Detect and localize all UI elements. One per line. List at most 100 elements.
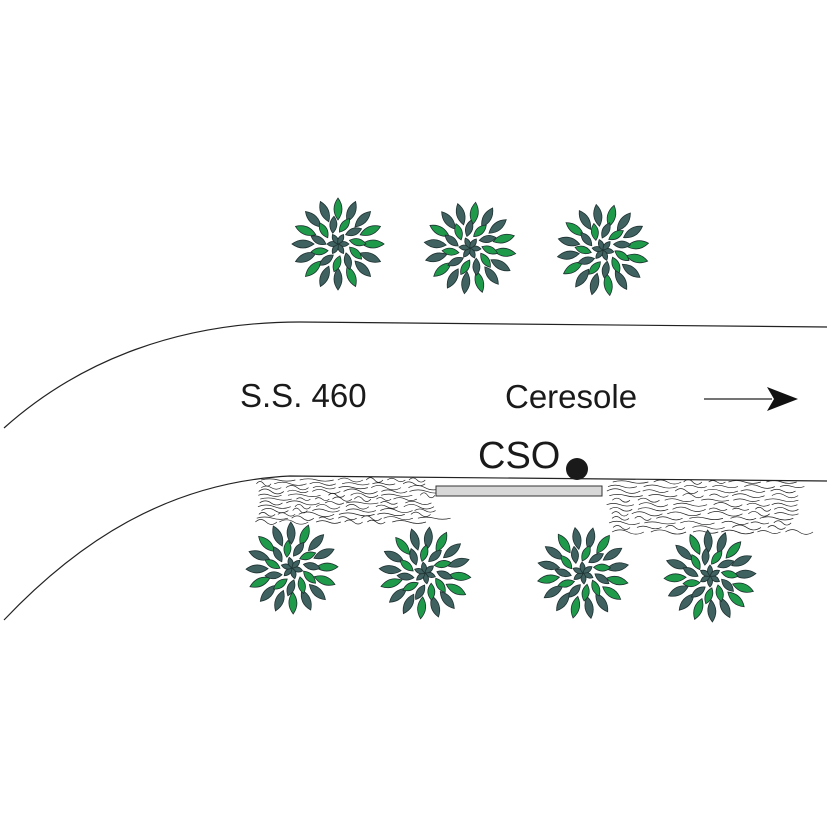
scribble-stroke <box>644 521 676 525</box>
leaf <box>346 200 357 223</box>
leaf <box>442 543 462 559</box>
leaf <box>248 550 271 561</box>
leaf <box>469 238 477 249</box>
leaf <box>601 222 611 239</box>
scribble-stroke <box>648 494 678 498</box>
leaf <box>319 265 330 288</box>
scribble-stroke <box>757 530 781 534</box>
leaf <box>313 548 335 560</box>
scribble-stroke <box>341 482 370 486</box>
leaf <box>395 536 411 556</box>
leaf <box>616 212 631 232</box>
scribble-stroke <box>707 511 743 517</box>
scribble-stroke <box>376 497 392 501</box>
leaf <box>560 555 573 570</box>
scribble-stroke <box>309 481 336 486</box>
leaf <box>571 545 579 564</box>
leaf <box>349 246 363 260</box>
leaf <box>343 252 352 271</box>
bush-icon <box>378 526 472 620</box>
leaf <box>383 550 405 563</box>
leaf <box>274 589 285 612</box>
leaf <box>589 272 600 296</box>
scribble-stroke <box>258 512 276 517</box>
leaf <box>707 599 717 623</box>
bush-icon <box>291 197 385 291</box>
scribble-stroke <box>733 498 760 502</box>
leaf <box>308 584 326 601</box>
leaf <box>378 565 402 575</box>
leaf <box>663 573 687 583</box>
scribble-stroke <box>345 501 379 505</box>
leaf <box>304 260 322 278</box>
scribble-stroke <box>338 512 375 517</box>
leaf <box>612 240 632 249</box>
scribble-stroke <box>611 511 629 517</box>
scribble-stroke <box>392 520 427 524</box>
scribble-stroke <box>387 477 406 483</box>
leaf <box>303 570 316 584</box>
leaf <box>537 574 561 584</box>
scribble-stroke <box>372 482 396 486</box>
scribble-stroke <box>375 504 399 509</box>
leaf <box>544 546 564 560</box>
leaf <box>319 254 334 266</box>
scribble-stroke <box>361 515 382 521</box>
leaf <box>417 596 427 620</box>
scribble-stroke <box>315 504 341 510</box>
scribble-stroke <box>703 488 739 494</box>
leaf <box>720 570 739 579</box>
leaf <box>578 209 592 231</box>
scribble-stroke <box>607 484 638 489</box>
leaf <box>689 533 701 555</box>
leaf <box>299 524 310 547</box>
leaf <box>425 252 448 263</box>
scribble-stroke <box>344 519 363 525</box>
leaf <box>606 204 617 228</box>
scribble-stroke <box>383 516 414 521</box>
leaf <box>473 224 487 237</box>
leaf <box>602 547 623 561</box>
leaf <box>581 583 590 602</box>
leaf <box>409 528 420 551</box>
scribble-stroke <box>312 485 336 490</box>
leaf <box>590 222 599 241</box>
leaf <box>304 210 322 228</box>
leaf <box>481 245 499 255</box>
leaf <box>283 539 292 558</box>
scribble-stroke <box>312 508 340 513</box>
leaf <box>480 252 491 268</box>
leaf <box>346 265 357 288</box>
bush-icon <box>423 201 517 295</box>
scribble-stroke <box>692 530 719 534</box>
scribble-stroke <box>261 508 289 514</box>
scribble-stroke <box>746 502 770 507</box>
scribble-stroke <box>744 484 775 489</box>
leaf <box>703 529 713 553</box>
scribble-stroke <box>286 500 320 506</box>
scribble-stroke <box>285 485 309 491</box>
leaf <box>448 571 472 581</box>
leaf <box>433 262 452 277</box>
leaf <box>359 252 382 263</box>
leaf <box>429 224 450 237</box>
scribble-stroke <box>354 496 372 502</box>
leaf <box>580 232 593 247</box>
leaf <box>484 266 499 285</box>
leaf <box>602 241 611 251</box>
leaf <box>291 239 315 249</box>
bush-icon <box>537 527 629 619</box>
scribble-stroke <box>367 519 386 525</box>
scribble-stroke <box>255 519 278 525</box>
leaf <box>447 557 470 568</box>
vegetation-strip-right <box>606 479 814 535</box>
scribble-stroke <box>650 529 687 535</box>
leaf <box>424 565 434 574</box>
leaf <box>731 582 755 593</box>
leaf <box>446 268 459 289</box>
scribble-stroke <box>277 512 296 517</box>
leaf <box>565 222 585 237</box>
scribble-stroke <box>410 511 431 517</box>
scribble-stroke <box>419 492 436 499</box>
scribble-stroke <box>370 485 402 491</box>
